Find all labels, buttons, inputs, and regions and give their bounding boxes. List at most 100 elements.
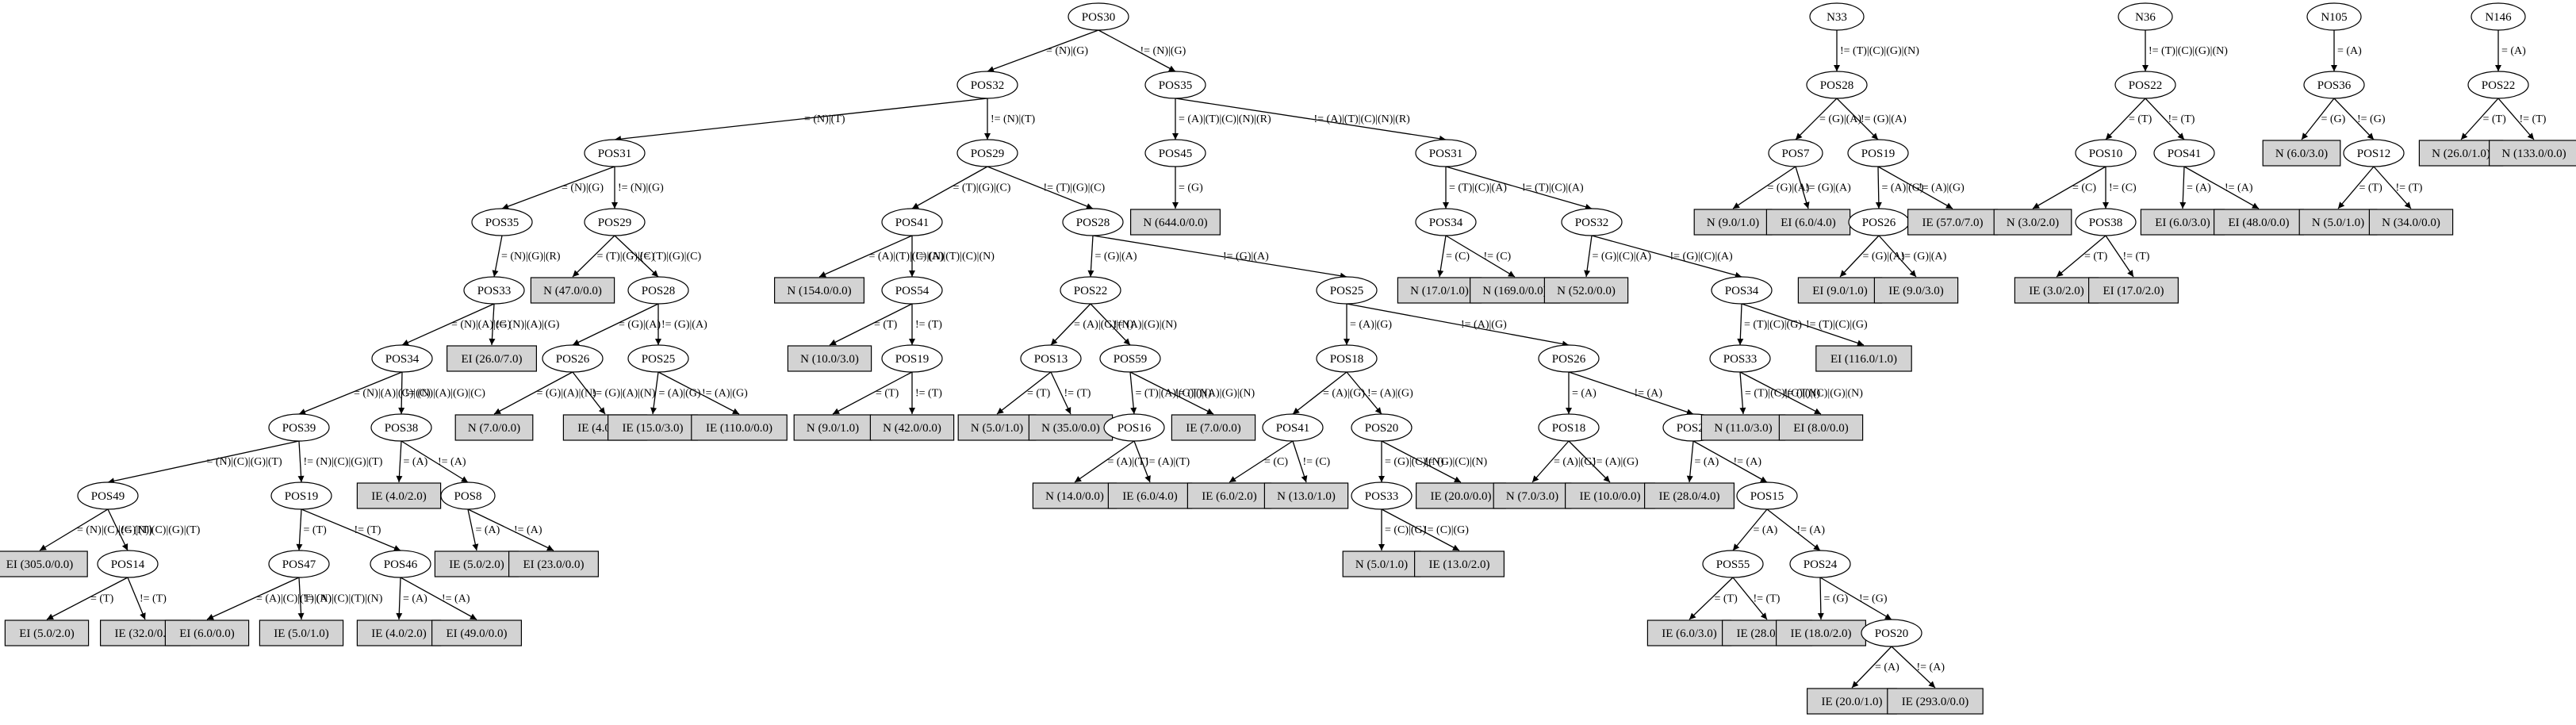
edge-condition-label: != (A)|(T)|(C)|(N)|(R) (1314, 113, 1411, 125)
edge-arrowhead (502, 203, 509, 209)
tree-edge (400, 577, 477, 620)
edge-arrowhead (1852, 681, 1859, 688)
leaf-node-ie-7-0-0-0: IE (7.0/0.0) (1171, 414, 1256, 441)
edge-condition-label: != (T)|(G)|(C) (1044, 182, 1106, 194)
leaf-box (691, 414, 788, 441)
tree-edge (298, 508, 302, 551)
split-node-pos36: POS36 (2303, 71, 2365, 99)
split-node-pos24: POS24 (1789, 550, 1851, 578)
node-label: IE (6.0/4.0) (1122, 490, 1178, 503)
tree-edge (1381, 508, 1460, 551)
edge-arrowhead (909, 270, 915, 277)
node-label: IE (3.0/2.0) (2029, 285, 2084, 297)
edge-condition-label: != (G)|(A) (1223, 251, 1269, 263)
node-label: IE (293.0/0.0) (1902, 696, 1969, 708)
edge-arrowhead (297, 475, 305, 482)
edge-arrowhead (1871, 132, 1878, 140)
edge-condition-label: != (A) (438, 456, 466, 468)
edge-condition-label: = (A)|(T)|(C)|(N) (869, 251, 945, 263)
edge-arrowhead (121, 543, 128, 550)
node-label: EI (5.0/2.0) (19, 627, 75, 640)
leaf-box (1993, 209, 2072, 236)
leaf-box (773, 277, 864, 304)
edge-condition-label: != (G)|(A) (1901, 251, 1947, 263)
split-node-pos38: POS38 (370, 413, 432, 442)
edge-condition-label: != (A)|(G) (1919, 182, 1965, 194)
edge-condition-label: = (A) (2337, 45, 2362, 57)
node-label: POS34 (1725, 285, 1759, 297)
tree-edge (987, 29, 1099, 72)
tree-edge (2056, 235, 2106, 278)
edge-condition-label: != (A)|(G)|(N) (1114, 319, 1177, 331)
edge-condition-label: != (T)|(A)|(G)|(N) (1175, 388, 1255, 400)
leaf-box (1564, 482, 1655, 509)
node-label: IE (20.0/0.0) (1430, 490, 1491, 503)
node-label: N (5.0/1.0) (2312, 217, 2364, 229)
node-label: POS14 (111, 558, 145, 571)
node-label: POS19 (895, 353, 930, 366)
edge-arrowhead (912, 202, 919, 209)
split-node-pos49: POS49 (77, 481, 139, 510)
node-label: N (5.0/1.0) (971, 422, 1023, 435)
leaf-box (607, 414, 698, 441)
edge-condition-label: != (A) (1734, 456, 1762, 468)
edge-condition-label: != (C) (2109, 182, 2137, 194)
tree-edge (1732, 577, 1768, 620)
node-label: N (34.0/0.0) (2382, 217, 2440, 229)
edge-condition-label: = (A) (1572, 388, 1597, 400)
edge-arrowhead (1378, 476, 1385, 482)
tree-edge (2460, 98, 2499, 140)
node-ellipse (370, 550, 431, 578)
edge-arrowhead (2495, 65, 2501, 71)
tree-edge (1229, 440, 1294, 483)
leaf-box (1129, 209, 1221, 236)
leaf-node-ie-5-0-2-0: IE (5.0/2.0) (434, 550, 519, 577)
node-label: N (17.0/1.0) (1410, 285, 1469, 297)
split-node-pos39: POS39 (268, 413, 330, 442)
tree-edge (911, 166, 988, 209)
edge-arrowhead (573, 339, 580, 346)
split-node-pos34: POS34 (1415, 208, 1477, 236)
node-label: IE (110.0/0.0) (706, 422, 772, 435)
edge-condition-label: != (C)|(G) (1424, 524, 1469, 536)
edge-arrowhead (2179, 201, 2187, 209)
leaf-node-ei-305-0-0-0: EI (305.0/0.0) (0, 550, 88, 577)
node-label: POS34 (1429, 217, 1463, 229)
edge-arrowhead (833, 408, 840, 414)
node-label: POS39 (282, 422, 316, 435)
edge-arrowhead (402, 339, 409, 346)
tree-edge (2105, 98, 2146, 140)
edge-condition-label: != (A)|(G) (1367, 388, 1413, 400)
edge-condition-label: != (G) (1859, 593, 1888, 605)
leaf-node-ie-3-0-2-0: IE (3.0/2.0) (2014, 277, 2099, 304)
edge-arrowhead (819, 271, 826, 278)
leaf-node-ei-5-0-2-0: EI (5.0/2.0) (4, 620, 90, 646)
tree-edge (1878, 235, 1917, 278)
tree-edge (1531, 440, 1570, 483)
edge-arrowhead (1814, 408, 1821, 414)
edge-condition-label: = (A)|(C)|(T)|(N) (256, 593, 332, 605)
node-ellipse (1702, 550, 1764, 578)
edge-arrowhead (573, 270, 580, 277)
tree-edge (829, 303, 913, 346)
split-node-pos26: POS26 (1538, 344, 1600, 373)
edge-condition-label: != (G)|(A) (1805, 182, 1851, 194)
split-node-pos18: POS18 (1538, 413, 1600, 442)
leaf-box (1815, 345, 1912, 372)
edge-arrowhead (396, 475, 403, 482)
node-label: POS24 (1804, 558, 1838, 571)
leaf-node-n-11-0-3-0: N (11.0/3.0) (1700, 414, 1786, 441)
edge-condition-label: = (N)|(A)|(G) (451, 319, 512, 331)
edge-arrowhead (1123, 338, 1130, 345)
node-ellipse (1262, 413, 1324, 442)
node-ellipse (2471, 2, 2526, 31)
edge-condition-label: != (G)|(A) (1861, 113, 1907, 125)
node-label: POS28 (1076, 217, 1110, 229)
leaf-node-ei-17-0-2-0: EI (17.0/2.0) (2088, 277, 2179, 304)
leaf-box (0, 550, 88, 577)
node-ellipse (881, 276, 943, 305)
split-node-pos45: POS45 (1144, 139, 1206, 167)
edge-arrowhead (470, 613, 477, 620)
leaf-node-n-6-0-3-0: N (6.0/3.0) (2262, 140, 2341, 167)
split-node-pos22: POS22 (2467, 71, 2529, 99)
